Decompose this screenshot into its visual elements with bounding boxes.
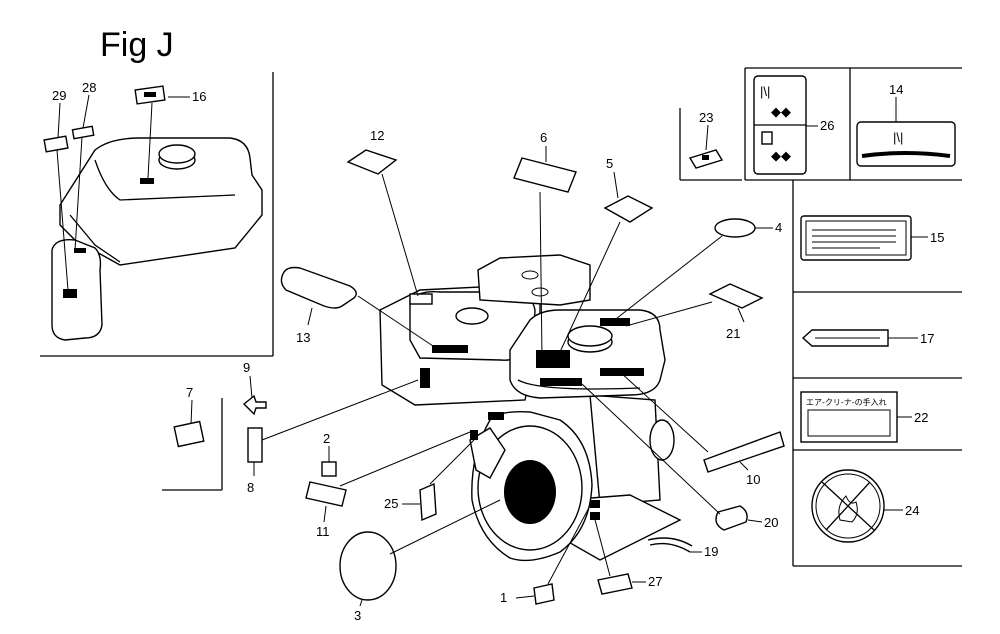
right-panels (792, 180, 962, 567)
callout-25: 25 (384, 496, 398, 511)
callout-6: 6 (540, 130, 547, 145)
label-26-symbol: |\| (760, 84, 770, 99)
callout-23: 23 (699, 110, 713, 125)
callout-7: 7 (186, 385, 193, 400)
label-4 (714, 218, 756, 238)
label-21 (708, 283, 764, 309)
label-29 (43, 135, 69, 153)
callout-24: 24 (905, 503, 919, 518)
panel-23: 23 (679, 108, 742, 181)
callout-17: 17 (920, 331, 934, 346)
callout-22: 22 (914, 410, 928, 425)
panel-17: 17 (801, 329, 934, 347)
arrows-icon: ◆◆ (771, 148, 791, 163)
callout-4: 4 (775, 220, 782, 235)
inset-fuel-tank: 29 28 16 (40, 72, 274, 357)
engine-main (379, 254, 693, 562)
callout-28-inset: 28 (82, 80, 96, 95)
panel-7: 7 (162, 385, 223, 491)
callout-20: 20 (764, 515, 778, 530)
callout-10: 10 (746, 472, 760, 487)
label-22 (800, 391, 898, 443)
callout-1: 1 (500, 590, 507, 605)
label-5 (603, 195, 654, 223)
callout-27: 27 (648, 574, 662, 589)
label-27 (597, 573, 633, 595)
callout-14: 14 (889, 82, 903, 97)
panel-15: 15 (800, 215, 944, 261)
panel-22: エア-クリ-ナ-の手入れ 22 (800, 391, 928, 443)
callout-5: 5 (606, 156, 613, 171)
label-7 (173, 420, 205, 448)
loose-labels: 12 13 6 5 4 21 10 20 (242, 128, 785, 623)
callout-2: 2 (323, 431, 330, 446)
callout-9: 9 (243, 360, 250, 375)
label-28 (71, 125, 95, 140)
label-6 (513, 157, 577, 193)
callout-12: 12 (370, 128, 384, 143)
callout-15: 15 (930, 230, 944, 245)
panel-14: |\| 14 (850, 67, 962, 181)
callout-21: 21 (726, 326, 740, 341)
label-12 (346, 149, 398, 175)
panel-24: 24 (811, 469, 919, 543)
callout-16: 16 (192, 89, 206, 104)
label-22-text: エア-クリ-ナ-の手入れ (806, 397, 887, 407)
callout-8: 8 (247, 480, 254, 495)
label-8 (247, 427, 263, 463)
callout-3: 3 (354, 608, 361, 623)
label-25 (419, 482, 437, 522)
label-1 (533, 583, 555, 605)
callout-19: 19 (704, 544, 718, 559)
flame-icon (838, 495, 858, 523)
label-14 (856, 121, 956, 167)
label-9-arrow (242, 394, 267, 416)
callout-11: 11 (316, 524, 330, 539)
callout-13: 13 (296, 330, 310, 345)
label-3 (339, 531, 397, 601)
figure-title: Fig J (100, 26, 174, 64)
callout-26: 26 (820, 118, 834, 133)
label-14-symbol: |\| (893, 130, 903, 145)
label-20 (715, 505, 748, 531)
panel-26: |\| ◆◆ ◆◆ 26 (744, 67, 851, 181)
label-2 (321, 461, 337, 477)
label-15 (800, 215, 912, 261)
arrows-icon: ◆◆ (771, 104, 791, 119)
label-11 (305, 481, 347, 507)
label-10 (703, 431, 785, 473)
label-13 (280, 266, 357, 309)
callout-29: 29 (52, 88, 66, 103)
